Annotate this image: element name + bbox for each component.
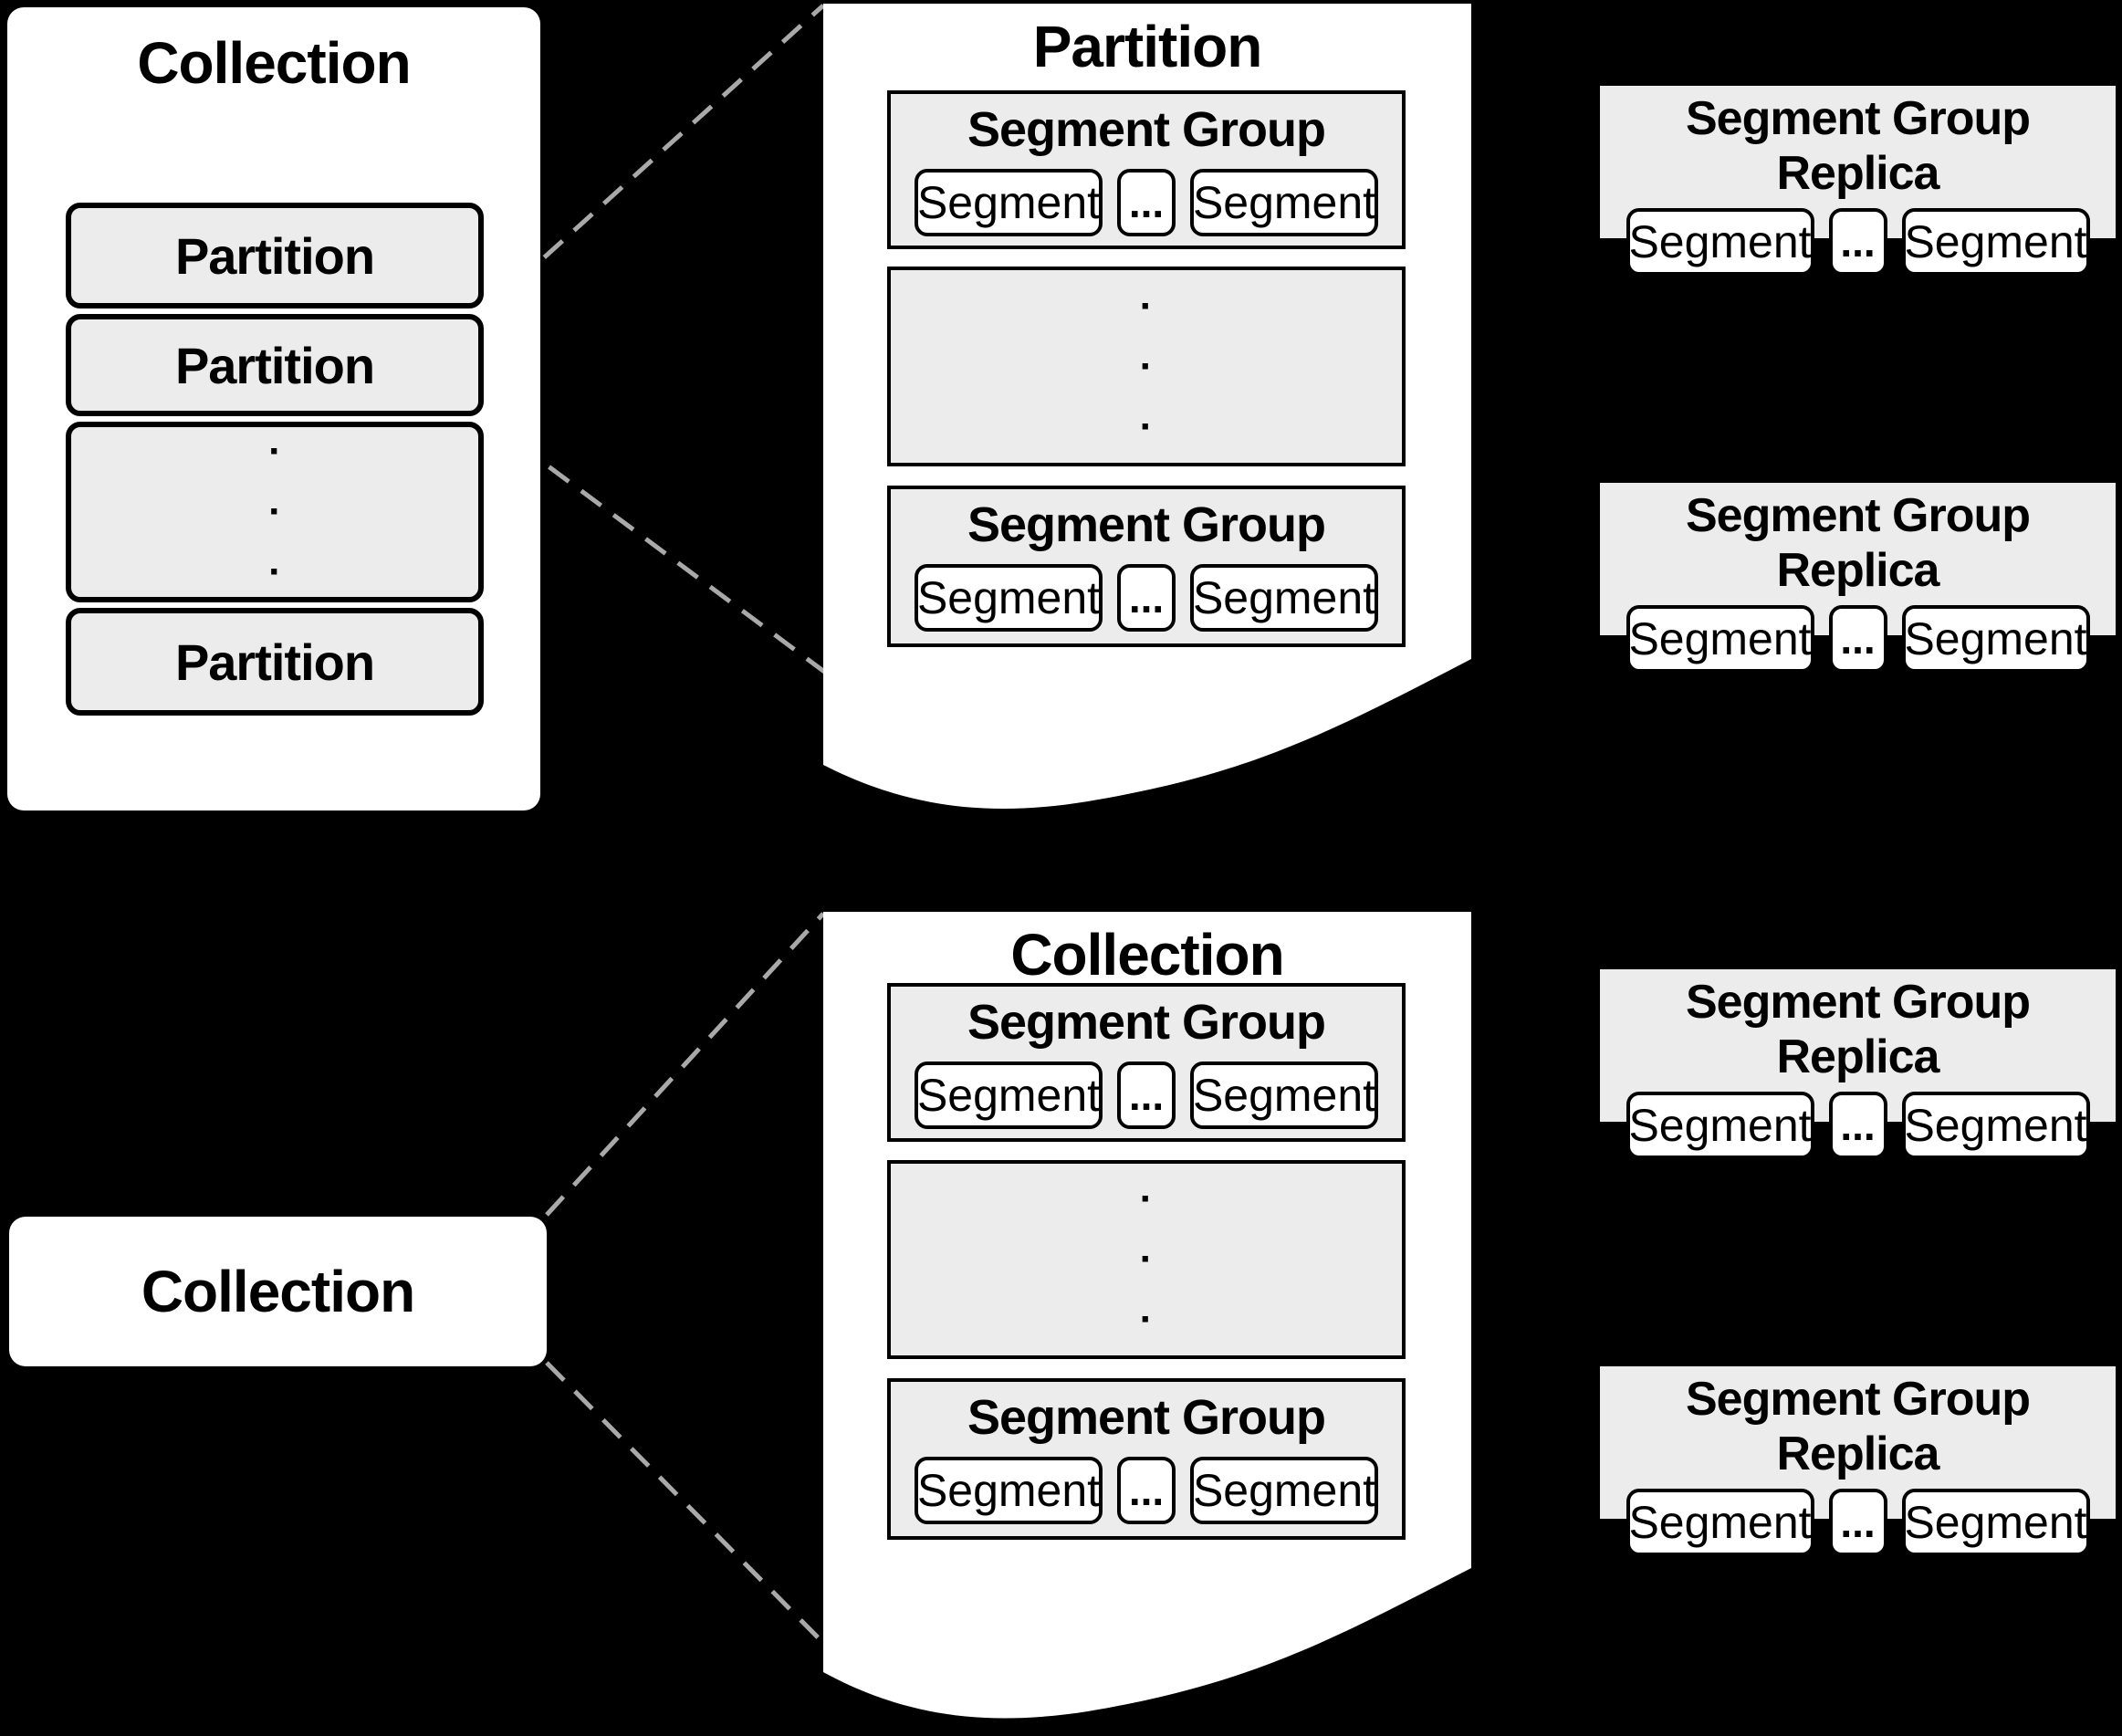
segment-box: Segment [915, 1061, 1103, 1129]
bottom-detail-title: Collection [1010, 922, 1284, 988]
segment-box: Segment [1901, 1092, 2090, 1159]
segment-ellipsis: ... [1840, 1102, 1876, 1149]
segment-group-replica-box: Segment Group Replica Segment ... Segmen… [1600, 1366, 2116, 1556]
segment-box: Segment [1625, 605, 1814, 673]
top-partition-detail-panel: Partition Segment Group Segment ... Segm… [823, 0, 1471, 831]
bottom-collection-box-title: Collection [141, 1259, 415, 1324]
segment-group-replica-title: Segment Group Replica [1685, 1373, 2031, 1480]
segment-box: Segment [1901, 1489, 2090, 1556]
segment-ellipsis: ... [1840, 1499, 1876, 1546]
segment-group-replica-box: Segment Group Replica Segment ... Segmen… [1600, 969, 2116, 1159]
segment-ellipsis-box: ... [1828, 208, 1887, 276]
segment-group-title: Segment Group [967, 1390, 1326, 1445]
segment-group-replica-box: Segment Group Replica Segment ... Segmen… [1600, 483, 2116, 673]
segment-group-box: Segment Group Segment ... Segment [887, 983, 1406, 1142]
segment-ellipsis-box: ... [1117, 1457, 1176, 1524]
segment-group-replica-box: Segment Group Replica Segment ... Segmen… [1600, 86, 2116, 276]
segment-label: Segment [916, 572, 1101, 623]
partition-row-3-label: Partition [174, 633, 375, 691]
segment-group-box: Segment Group Segment ... Segment [887, 486, 1406, 647]
partition-row-1-label: Partition [174, 226, 375, 285]
dashed-line-top-upper [483, 4, 825, 313]
segment-ellipsis: ... [1840, 218, 1876, 266]
top-detail-title: Partition [1032, 14, 1263, 79]
segment-group-ellipsis: · · · [1139, 283, 1154, 449]
segment-ellipsis: ... [1128, 574, 1165, 622]
segment-group-replica-title: Segment Group Replica [1685, 92, 2031, 200]
segment-box: Segment [915, 564, 1103, 632]
segment-label: Segment [1192, 177, 1376, 228]
segment-group-title: Segment Group [967, 497, 1326, 552]
segment-label: Segment [1904, 1100, 2087, 1151]
segment-group-replica-title: Segment Group Replica [1685, 489, 2031, 597]
segment-group-title: Segment Group [967, 995, 1326, 1050]
segment-label: Segment [916, 177, 1101, 228]
segment-box: Segment [1625, 208, 1814, 276]
segment-ellipsis-box: ... [1828, 1489, 1887, 1556]
segment-label: Segment [1628, 216, 1812, 267]
segment-ellipsis-box: ... [1117, 169, 1176, 236]
segment-ellipsis: ... [1840, 615, 1876, 663]
partition-ellipsis-box: · · · [66, 422, 484, 602]
segment-label: Segment [916, 1465, 1101, 1516]
segment-box: Segment [1190, 564, 1378, 632]
segment-box: Segment [1625, 1092, 1814, 1159]
top-collection-panel: Collection Partition Partition · · · Par… [7, 7, 540, 810]
segment-ellipsis: ... [1128, 179, 1165, 226]
segment-ellipsis: ... [1128, 1072, 1165, 1119]
partition-row-3: Partition [66, 608, 484, 716]
segment-label: Segment [1192, 1070, 1376, 1121]
segment-box: Segment [1190, 1457, 1378, 1524]
segment-box: Segment [915, 1457, 1103, 1524]
segment-ellipsis-box: ... [1117, 564, 1176, 632]
segment-label: Segment [1904, 1497, 2087, 1548]
segment-ellipsis-box: ... [1828, 605, 1887, 673]
segment-label: Segment [916, 1070, 1101, 1121]
segment-group-replica-title: Segment Group Replica [1685, 976, 2031, 1083]
segment-group-box: Segment Group Segment ... Segment [887, 1378, 1406, 1540]
segment-ellipsis-box: ... [1828, 1092, 1887, 1159]
segment-label: Segment [1628, 1497, 1812, 1548]
dashed-line-bottom-upper [545, 912, 825, 1217]
partition-ellipsis: · · · [268, 429, 282, 594]
bottom-collection-detail-panel: Collection Segment Group Segment ... Seg… [823, 908, 1471, 1736]
partition-row-1: Partition [66, 203, 484, 309]
partition-row-2: Partition [66, 314, 484, 416]
segment-label: Segment [1628, 613, 1812, 664]
partition-row-2-label: Partition [174, 336, 375, 394]
top-collection-panel-title: Collection [137, 30, 411, 96]
segment-box: Segment [1901, 605, 2090, 673]
segment-label: Segment [1628, 1100, 1812, 1151]
segment-box: Segment [1190, 169, 1378, 236]
segment-ellipsis: ... [1128, 1467, 1165, 1514]
segment-box: Segment [915, 169, 1103, 236]
segment-ellipsis-box: ... [1117, 1061, 1176, 1129]
segment-label: Segment [1192, 1465, 1376, 1516]
segment-box: Segment [1190, 1061, 1378, 1129]
segment-label: Segment [1904, 216, 2087, 267]
segment-group-ellipsis-box: · · · [887, 267, 1406, 466]
dashed-line-bottom-lower [545, 1361, 824, 1644]
segment-box: Segment [1625, 1489, 1814, 1556]
segment-label: Segment [1192, 572, 1376, 623]
segment-group-ellipsis-box: · · · [887, 1160, 1406, 1359]
segment-label: Segment [1904, 613, 2087, 664]
segment-group-ellipsis: · · · [1139, 1177, 1154, 1342]
segment-group-title: Segment Group [967, 102, 1326, 157]
bottom-collection-box: Collection [9, 1217, 547, 1366]
segment-box: Segment [1901, 208, 2090, 276]
segment-group-box: Segment Group Segment ... Segment [887, 90, 1406, 249]
